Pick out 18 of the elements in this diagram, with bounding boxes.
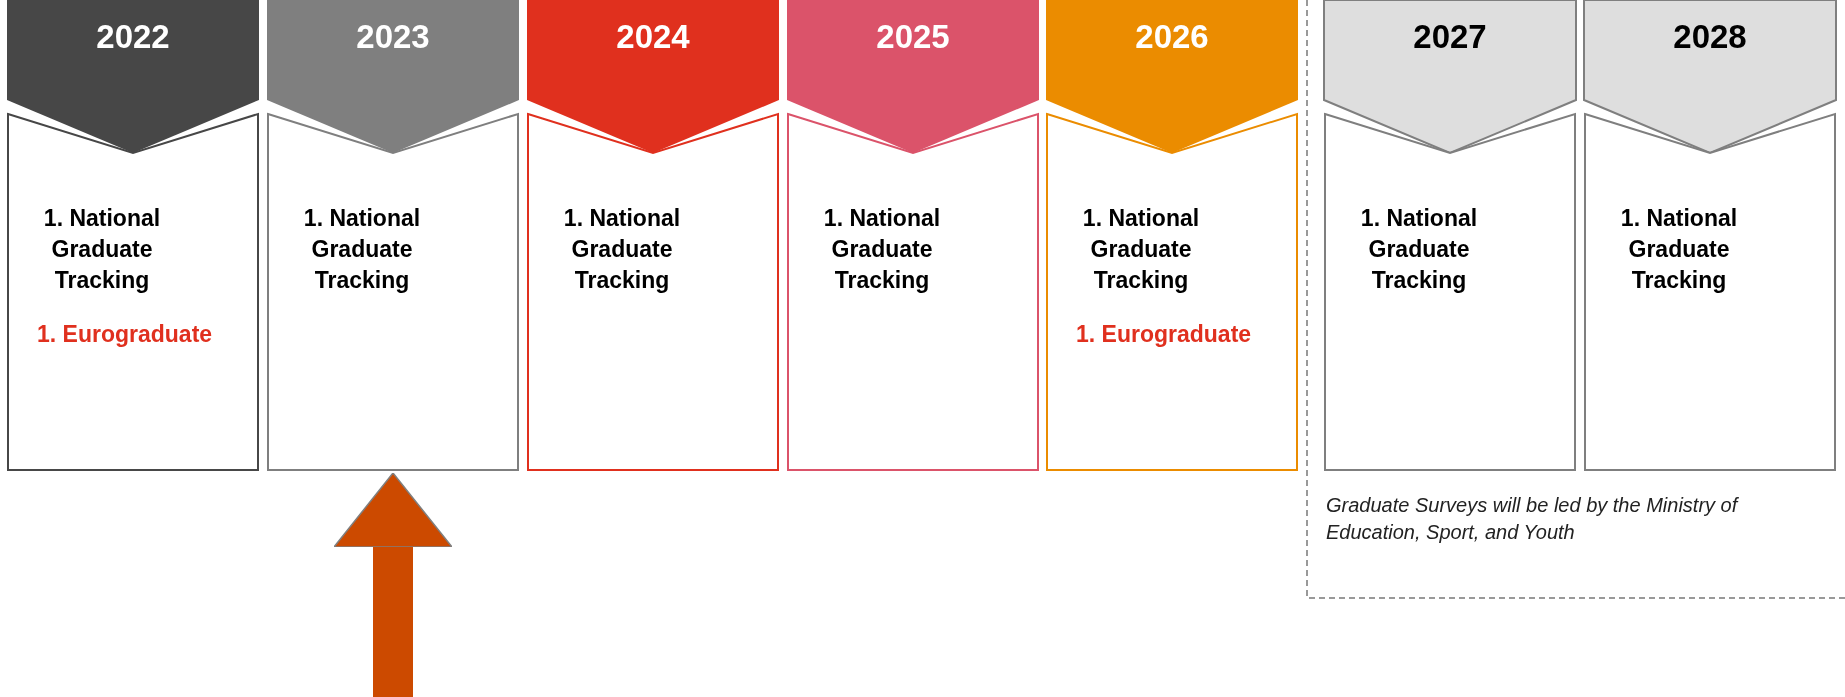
survey-label: 1. National Graduate Tracking [1359,204,1479,295]
up-arrow [333,472,453,697]
year-label: 2024 [615,18,691,56]
year-label: 2023 [355,18,431,56]
survey-label: 1. Eurograduate [37,320,213,349]
survey-label: 1. National Graduate Tracking [1619,204,1739,295]
survey-label: 1. National Graduate Tracking [822,204,942,295]
year-label: 2025 [875,18,951,56]
survey-label: 1. National Graduate Tracking [1081,204,1201,295]
year-label: 2022 [95,18,171,56]
year-label: 2027 [1412,18,1488,56]
survey-label: 1. National Graduate Tracking [302,204,422,295]
note-text: Graduate Surveys will be led by the Ministry of Education, Sport, and Youth [1326,493,1740,545]
year-label: 2028 [1672,18,1748,56]
survey-label: 1. Eurograduate [1076,320,1252,349]
survey-label: 1. National Graduate Tracking [562,204,682,295]
year-label: 2026 [1134,18,1210,56]
survey-label: 1. National Graduate Tracking [42,204,162,295]
